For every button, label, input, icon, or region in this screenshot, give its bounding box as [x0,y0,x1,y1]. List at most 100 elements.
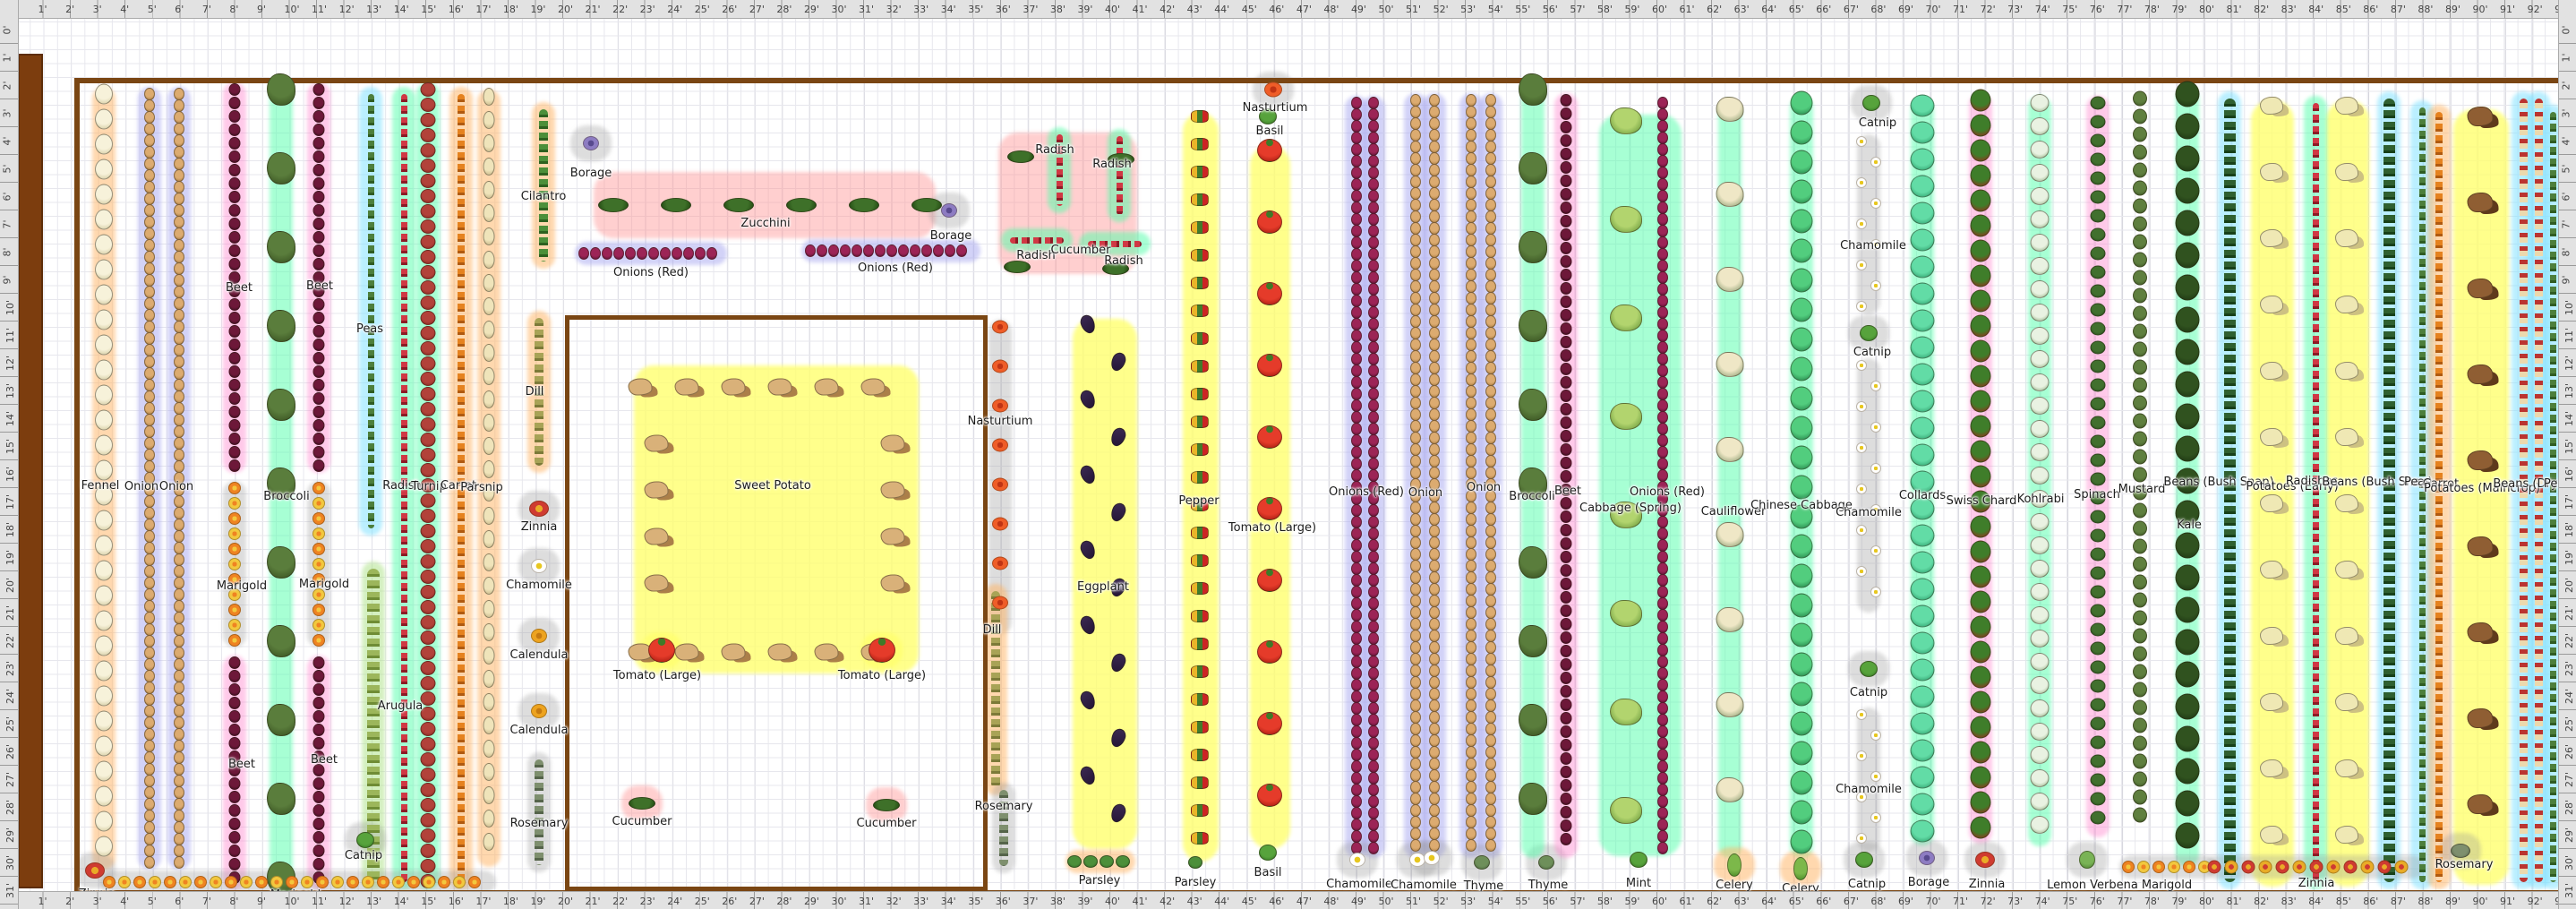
planting-onion[interactable] [1429,723,1440,735]
planting-chamomile[interactable] [1856,442,1867,453]
planting-onion[interactable] [144,519,155,531]
planting-chinese-cabbage[interactable] [1790,179,1813,204]
planting-turnip[interactable] [420,813,436,828]
planting-onions-red[interactable] [933,244,944,257]
planting-parsnip[interactable] [483,437,495,455]
planting-swiss-chard[interactable] [1970,515,1991,538]
planting-mustard[interactable] [2133,592,2147,608]
planting-kohlrabi[interactable] [2030,141,2050,159]
planting-turnip[interactable] [420,493,436,508]
planting-marigold[interactable] [312,573,325,586]
planting-potatoes-early[interactable] [2260,163,2283,181]
planting-rosemary[interactable] [999,790,1008,866]
planting-beet[interactable] [312,110,325,123]
planting-radishes[interactable] [2312,103,2319,882]
planting-onion[interactable] [144,169,155,182]
planting-beet[interactable] [312,777,325,790]
planting-mustard[interactable] [2133,287,2147,304]
planting-tomato-large[interactable] [1257,210,1282,234]
planting-onions-red[interactable] [1351,271,1362,284]
planting-swiss-chard[interactable] [1970,615,1991,639]
planting-mustard[interactable] [2133,395,2147,411]
planting-collards[interactable] [1910,739,1935,762]
planting-collards[interactable] [1910,497,1935,520]
planting-onion[interactable] [1429,699,1440,712]
planting-parsnip[interactable] [483,460,495,478]
planting-onion[interactable] [1429,630,1440,642]
planting-collards[interactable] [1910,793,1935,816]
planting-collards[interactable] [1910,94,1935,117]
planting-onion[interactable] [1485,828,1496,840]
planting-kale[interactable] [2175,177,2200,204]
planting-kale[interactable] [2175,500,2200,527]
planting-onion[interactable] [144,379,155,391]
planting-beet[interactable] [312,124,325,136]
planting-tomato-large[interactable] [1257,569,1282,592]
planting-fennel[interactable] [95,159,113,180]
planting-onion[interactable] [144,507,155,519]
planting-onions-red[interactable] [1657,516,1668,528]
planting-beet[interactable] [1560,202,1572,214]
planting-potato-sweet[interactable] [644,527,669,545]
planting-marigold[interactable] [286,876,298,888]
planting-swiss-chard[interactable] [1970,189,1991,212]
planting-broccoli[interactable] [1519,704,1547,736]
planting-onion[interactable] [1485,630,1496,642]
planting-tomato-large[interactable] [869,638,895,663]
planting-onion[interactable] [1429,560,1440,572]
planting-cabbage-spring[interactable] [1610,403,1642,430]
planting-onion-red[interactable] [1368,516,1379,528]
planting-beet[interactable] [312,406,325,418]
planting-onion-red[interactable] [1368,411,1379,424]
planting-potato-sweet[interactable] [814,643,839,661]
planting-mustard[interactable] [2133,126,2147,142]
planting-dill[interactable] [535,318,543,466]
planting-onion-red[interactable] [1368,586,1379,598]
planting-turnip[interactable] [420,783,436,797]
planting-onion-red[interactable] [1368,702,1379,715]
planting-fennel[interactable] [95,685,113,707]
planting-onion[interactable] [1429,467,1440,479]
planting-cucumber[interactable] [1108,153,1134,166]
planting-onion[interactable] [144,821,155,834]
planting-beet[interactable] [228,339,241,351]
planting-onion[interactable] [174,227,184,240]
planting-onions-red[interactable] [1657,132,1668,144]
planting-nasturtium[interactable] [992,359,1008,373]
planting-onion[interactable] [1466,793,1476,805]
planting-collards[interactable] [1910,202,1935,225]
planting-zinnia[interactable] [2292,860,2306,874]
planting-broccoli[interactable] [1519,152,1547,184]
planting-collards[interactable] [1910,255,1935,279]
planting-onion[interactable] [1429,164,1440,176]
planting-onion[interactable] [1429,129,1440,141]
planting-onion-red[interactable] [1368,248,1379,261]
planting-beet[interactable] [312,365,325,378]
planting-beet[interactable] [228,670,241,682]
planting-onion[interactable] [1410,711,1421,724]
planting-onions-red[interactable] [1351,539,1362,552]
planting-mustard[interactable] [2133,520,2147,536]
planting-potato-early[interactable] [2335,627,2358,645]
planting-parsnip[interactable] [483,88,495,106]
planting-beet[interactable] [228,124,241,136]
planting-potato-early[interactable] [2335,561,2358,579]
planting-onions-red[interactable] [1657,714,1668,726]
planting-spinach[interactable] [2090,773,2106,787]
planting-marigold[interactable] [312,588,325,601]
planting-broccoli[interactable] [1519,467,1547,500]
planting-onion[interactable] [174,588,184,601]
planting-onion[interactable] [174,507,184,519]
planting-kohlrabi[interactable] [2030,443,2050,461]
planting-beet[interactable] [228,244,241,257]
planting-zucchini[interactable] [911,198,942,212]
planting-onion[interactable] [174,321,184,333]
planting-collards[interactable] [1910,390,1935,413]
planting-chamomile[interactable] [1856,360,1867,371]
planting-turnip[interactable] [420,113,436,127]
planting-beet[interactable] [1560,779,1572,792]
planting-onion[interactable] [144,239,155,252]
planting-onions-red[interactable] [1351,469,1362,482]
planting-basil[interactable] [1259,108,1277,124]
planting-collards[interactable] [1910,712,1935,735]
